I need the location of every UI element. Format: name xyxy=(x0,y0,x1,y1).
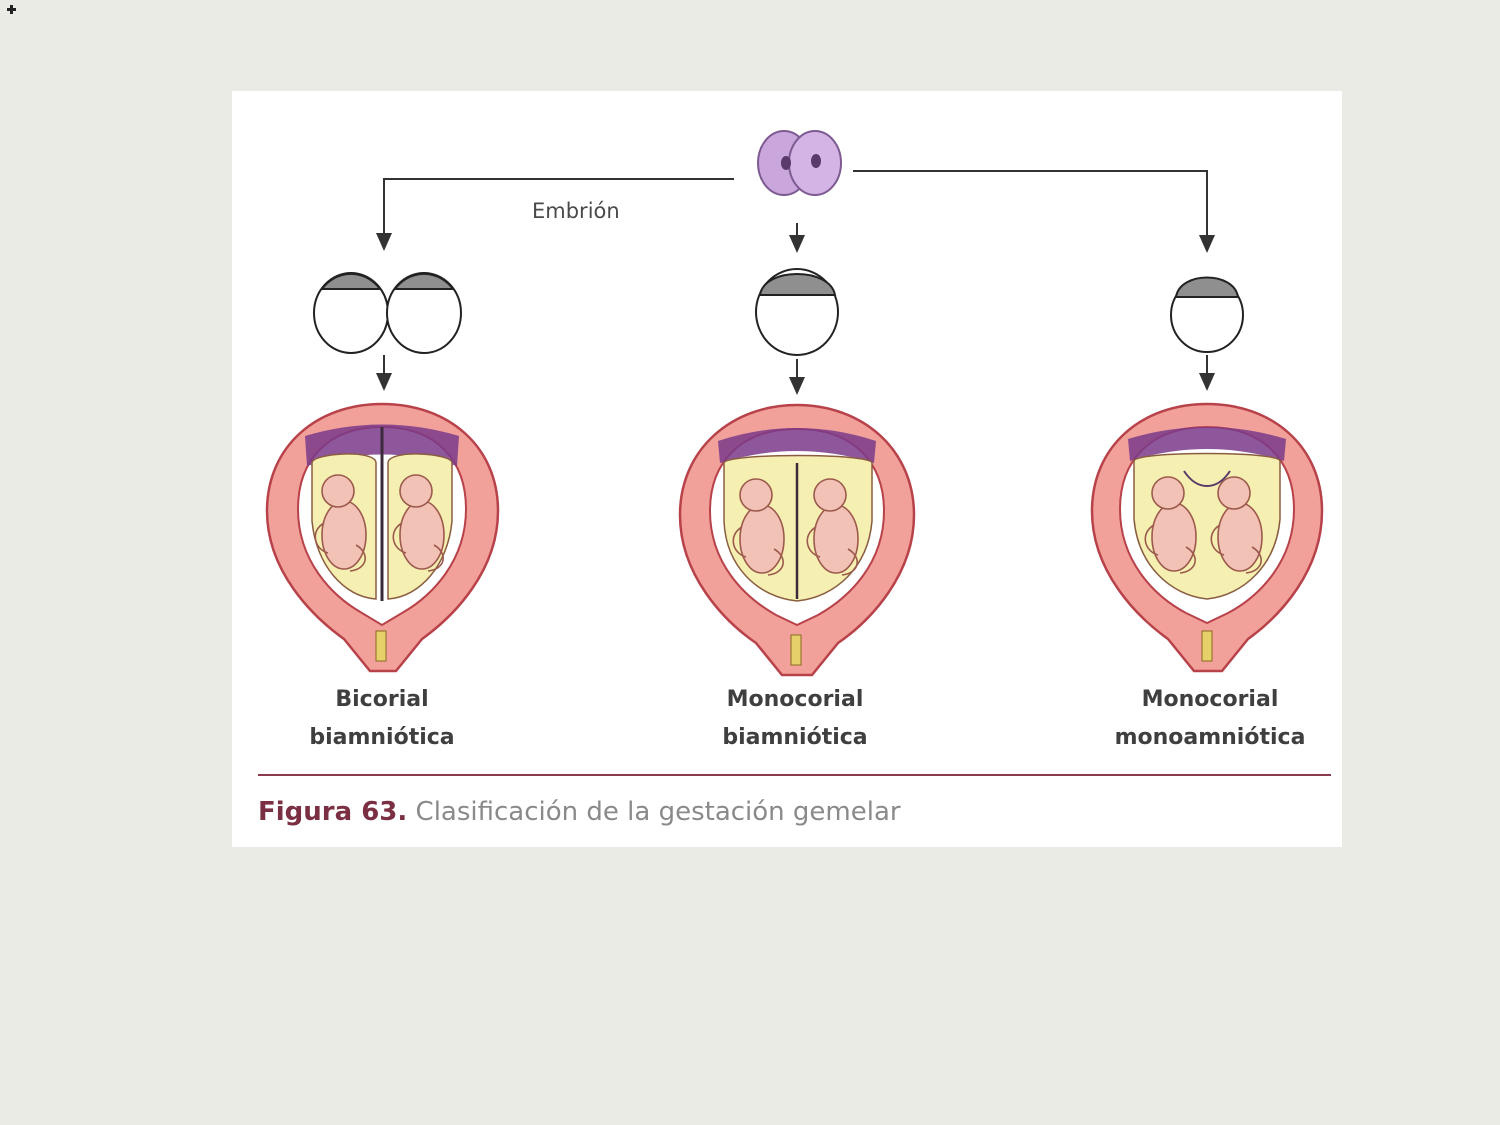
embryo-label: Embrión xyxy=(532,199,620,223)
type-label-line2: biamniótica xyxy=(309,725,455,750)
zygote-cell-icon xyxy=(757,130,842,196)
uterus-monocorial-biamniotic xyxy=(678,403,916,677)
caption-divider xyxy=(258,774,1331,776)
blastocyst-single-icon xyxy=(1170,276,1244,353)
type-label-line2: biamniótica xyxy=(722,725,868,750)
blastocyst-icon xyxy=(755,268,839,356)
twin-gestation-diagram xyxy=(265,130,1324,677)
caption-text: Clasificación de la gestación gemelar xyxy=(407,797,901,827)
corner-bullet-icon xyxy=(7,5,16,14)
type-label-line1: Monocorial xyxy=(726,687,864,712)
type-label-monocorial-biamniotic: Monocorial biamniótica xyxy=(665,681,925,757)
uterus-bicorial-biamniotic xyxy=(265,402,500,673)
type-label-line1: Monocorial xyxy=(1141,687,1279,712)
twin-classification-figure: Embrión Bicorial biamniótica Monocorial … xyxy=(232,91,1342,847)
caption-number: Figura 63. xyxy=(258,797,408,827)
type-label-bicorial-biamniotic: Bicorial biamniótica xyxy=(252,681,512,757)
type-label-monocorial-monoamniotic: Monocorial monoamniótica xyxy=(1080,681,1340,757)
uterus-monocorial-monoamniotic xyxy=(1090,402,1324,673)
blastocyst-pair-icon xyxy=(313,272,462,354)
type-label-line1: Bicorial xyxy=(335,687,429,712)
type-label-line2: monoamniótica xyxy=(1114,725,1306,750)
connector-lines xyxy=(376,170,1215,395)
figure-caption: Figura 63. Clasificación de la gestación… xyxy=(258,797,901,827)
